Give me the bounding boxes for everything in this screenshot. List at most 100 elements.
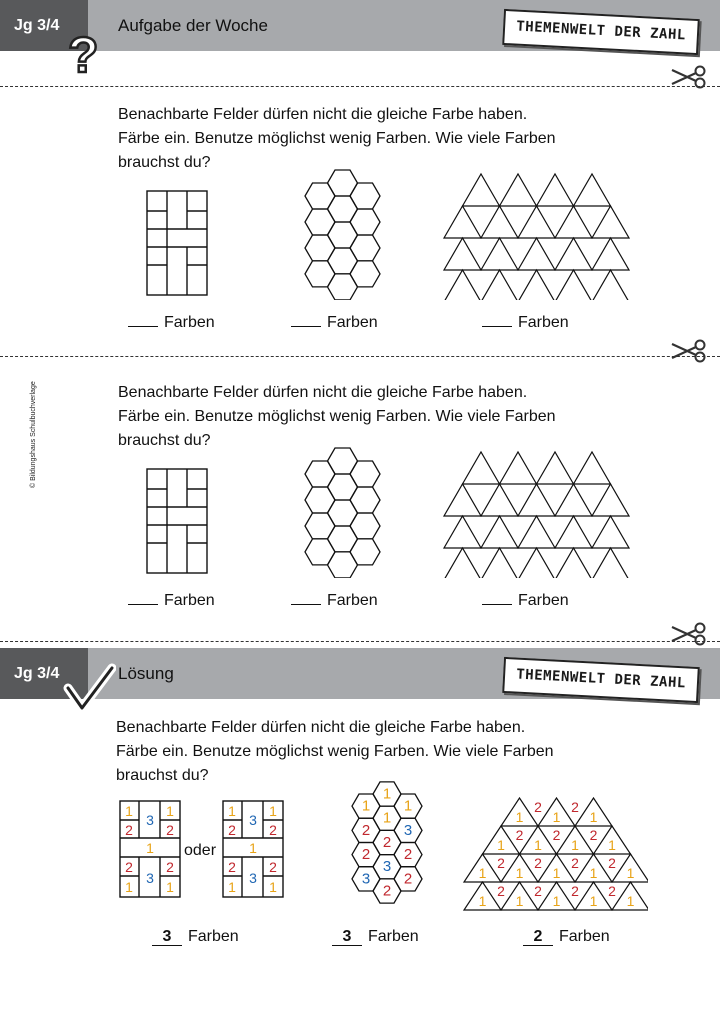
triangle-cell <box>479 236 520 271</box>
hexagon-cell <box>393 866 423 892</box>
triangle-cell <box>481 824 521 855</box>
solution-number: 1 <box>228 879 236 895</box>
solution-number: 2 <box>125 822 133 838</box>
answer-blank[interactable] <box>128 326 158 327</box>
solution-number: 2 <box>497 883 505 899</box>
solution-number: 1 <box>125 803 133 819</box>
solution-number: 2 <box>362 822 370 839</box>
hexagon-cell <box>349 182 381 210</box>
solution-number: 1 <box>627 865 635 881</box>
solution-number: 3 <box>362 870 370 887</box>
solution-number: 1 <box>269 879 277 895</box>
answer-blank[interactable] <box>482 326 512 327</box>
question-mark-icon: ? <box>67 26 100 78</box>
hexagon-cell <box>349 260 381 288</box>
solution-number: 2 <box>269 859 277 875</box>
solution-number: 2 <box>166 822 174 838</box>
triangle-cell <box>590 236 630 271</box>
cut-line <box>0 356 720 357</box>
triangle-cell <box>498 450 538 485</box>
solution-number: 2 <box>383 882 391 899</box>
solution-number: 3 <box>383 858 391 875</box>
cut-line <box>0 86 720 87</box>
solution-number: 1 <box>249 840 257 856</box>
solution-number: 2 <box>383 834 391 851</box>
solution-number: 2 <box>404 846 412 863</box>
solution-number: 2 <box>228 822 236 838</box>
triangle-cell <box>536 796 577 827</box>
solution-number: 1 <box>125 879 133 895</box>
hexagon-figure <box>304 447 381 578</box>
solution-number: 2 <box>534 799 542 815</box>
triangle-cell <box>573 796 614 827</box>
answer-line: Farben <box>482 592 569 610</box>
triangle-cell <box>610 880 648 911</box>
triangle-cell <box>516 514 557 549</box>
triangle-cell <box>479 514 520 549</box>
triangle-cell <box>499 880 540 911</box>
solution-number: 1 <box>362 798 370 815</box>
solution-number: 2 <box>497 855 505 871</box>
solution-number: 3 <box>146 870 154 886</box>
solution-number: 2 <box>608 883 616 899</box>
solution-number: 2 <box>228 859 236 875</box>
solution-number: 1 <box>516 865 524 881</box>
solution-number: 1 <box>479 865 487 881</box>
task-text: Benachbarte Felder dürfen nicht die glei… <box>118 384 556 449</box>
solution-number: 1 <box>553 865 561 881</box>
solution-number: 2 <box>590 827 598 843</box>
answer-blank[interactable] <box>482 604 512 605</box>
solution-number: 3 <box>404 822 412 839</box>
triangle-cell <box>461 450 501 485</box>
grade-badge: Jg 3/4 <box>0 0 88 51</box>
solution-number: 2 <box>166 859 174 875</box>
triangle-cell <box>442 514 483 549</box>
answer-line: Farben <box>482 314 569 332</box>
svg-text:?: ? <box>68 27 99 78</box>
answer-blank[interactable] <box>291 326 321 327</box>
solution-number: 3 <box>146 812 154 828</box>
triangle-cell <box>553 482 594 517</box>
solution-number: 2 <box>516 827 524 843</box>
task-text: Benachbarte Felder dürfen nicht die glei… <box>116 719 554 784</box>
task-text: Benachbarte Felder dürfen nicht die glei… <box>118 106 556 171</box>
triangle-cell <box>592 546 629 578</box>
triangle-cell <box>516 482 557 517</box>
hexagon-cell <box>349 486 381 514</box>
solution-number: 1 <box>404 798 412 815</box>
solution-number: 1 <box>479 893 487 909</box>
cut-line <box>0 641 720 642</box>
copyright-note: © Bildungshaus Schulbuchverlage <box>30 381 37 488</box>
triangle-cell <box>499 796 540 827</box>
solution-number: 1 <box>553 893 561 909</box>
triangle-cell <box>555 824 595 855</box>
rect-grid-figure <box>146 468 208 574</box>
triangle-cell <box>592 268 629 300</box>
answer-blank[interactable] <box>291 604 321 605</box>
triangle-cell <box>518 268 555 300</box>
solution-number: 2 <box>553 827 561 843</box>
solution-number: 1 <box>228 803 236 819</box>
solution-number: 1 <box>146 840 154 856</box>
triangle-cell <box>461 172 501 207</box>
answer-line: Farben <box>291 314 378 332</box>
solution-number: 1 <box>269 803 277 819</box>
solution-number: 1 <box>627 893 635 909</box>
triangle-cell <box>498 172 538 207</box>
solution-number: 1 <box>497 837 505 853</box>
triangle-cell <box>481 546 518 578</box>
hexagon-cell <box>349 460 381 488</box>
triangle-cell <box>481 268 518 300</box>
triangle-cell <box>553 236 594 271</box>
solution-number: 2 <box>571 799 579 815</box>
solution-number: 2 <box>571 855 579 871</box>
checkmark-icon <box>63 663 116 713</box>
answer-blank[interactable] <box>128 604 158 605</box>
solution-number: 1 <box>166 879 174 895</box>
triangle-cell <box>518 824 558 855</box>
